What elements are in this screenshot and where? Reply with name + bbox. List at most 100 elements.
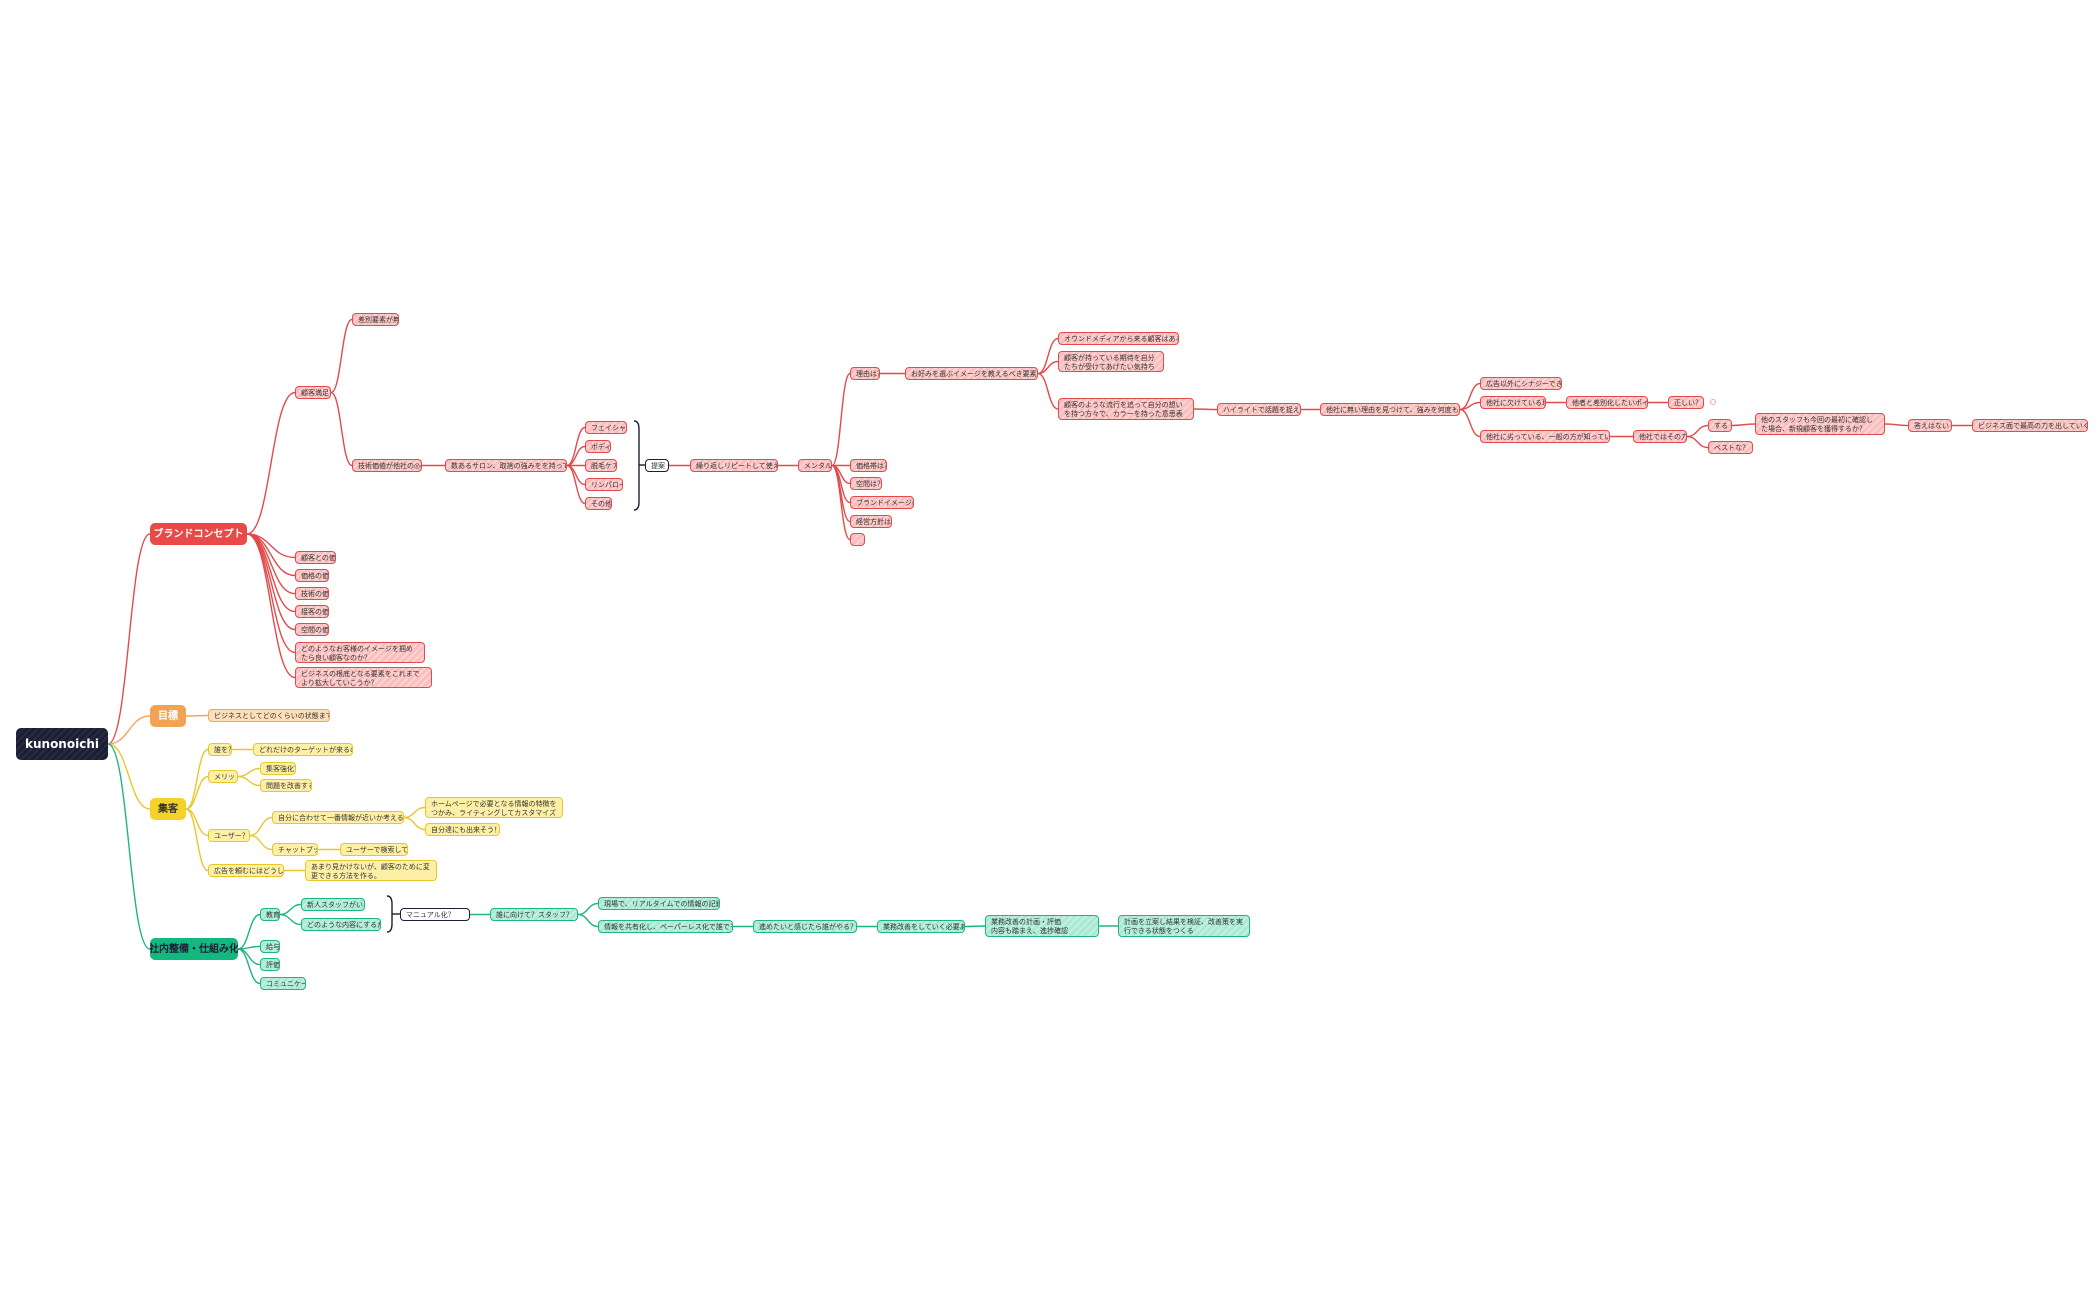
connector-node-z2-to-node-z2b — [577, 913, 599, 928]
connector-root-node-to-branch-goal — [107, 715, 151, 745]
node-y3a[interactable]: 自分に合わせて一番情報が近いか考える？ — [272, 811, 404, 824]
node-j3[interactable]: 他社に劣っている、一般の方が知っているような。 — [1480, 430, 1610, 443]
connector-node-z2-to-node-z2a — [577, 902, 599, 916]
node-m1[interactable]: 他のスタッフも今回の最初に確認した場合、新規顧客を獲得するか？ — [1755, 413, 1885, 435]
node-z6[interactable]: 計画を立案し結果を検証、改善策を実行できる状態をつくる — [1118, 915, 1250, 937]
node-g1[interactable]: オウンドメディアから来る顧客はあるか？ — [1058, 332, 1179, 345]
tag-manualization[interactable]: マニュアル化？ — [400, 908, 470, 921]
node-j1[interactable]: 広告以外にシナジーできる？ — [1480, 377, 1562, 390]
node-z9[interactable]: コミュニケーション — [260, 977, 306, 990]
node-e2[interactable]: 価格帯は？ — [850, 459, 887, 472]
node-i1[interactable]: 他社に無い理由を見つけて、強みを何度も生きる？ — [1320, 403, 1460, 416]
connector-node-f1-to-node-g2 — [1037, 360, 1059, 375]
node-e5[interactable]: 経営方針は？ — [850, 515, 892, 528]
node-m2[interactable]: 答えはない — [1908, 419, 1952, 432]
node-z1[interactable]: 教育 — [260, 908, 280, 921]
node-c2[interactable]: ボディ — [585, 440, 611, 453]
node-n2[interactable]: 価格の価値 — [295, 569, 329, 582]
node-b2[interactable]: 顧客満足？ — [295, 386, 331, 399]
node-z3[interactable]: 進めたいと感じたら誰がやる？ — [753, 920, 857, 933]
node-c5[interactable]: その他 — [585, 497, 612, 510]
connector-node-z1-to-node-z1a — [279, 903, 302, 916]
node-n3[interactable]: 技術の価値 — [295, 587, 329, 600]
connector-branch-customer-acquisition-to-node-y1 — [185, 748, 209, 810]
node-b4[interactable]: 数あるサロン、取捨の強みをを持っている — [445, 459, 567, 472]
node-c1[interactable]: フェイシャル — [585, 421, 627, 434]
node-n1[interactable]: 顧客との価値 — [295, 551, 336, 564]
node-n5[interactable]: 空間の価値 — [295, 623, 329, 636]
connector-branch-customer-acquisition-to-node-y2 — [185, 775, 209, 810]
node-n7[interactable]: ビジネスの根底となる要素をこれまでより拡大していこうか？ — [295, 667, 432, 688]
node-y3a2[interactable]: 自分達にも出来そう！ — [425, 823, 500, 836]
node-y3[interactable]: ユーザー？ — [208, 829, 250, 842]
node-g3[interactable]: 顧客のような流行を追って自分の想いを持つ方々で、カラーを持った意思表示を示す顧客… — [1058, 398, 1194, 420]
node-y3b[interactable]: チャットブック — [272, 843, 318, 856]
unchecked-circle-icon[interactable] — [1710, 399, 1716, 405]
node-l1[interactable]: する — [1708, 419, 1732, 432]
root-node[interactable]: kunonoichi — [16, 728, 108, 760]
node-y2a[interactable]: 集客強化？ — [260, 762, 296, 775]
node-z2[interactable]: 誰に向けて？スタッフ？ — [490, 908, 578, 921]
node-k2[interactable]: 正しい？ — [1668, 396, 1704, 409]
connector-node-y3-to-node-y3a — [249, 816, 273, 837]
branch-customer-acquisition[interactable]: 集客 — [150, 798, 186, 820]
connector-node-b2-to-node-b1 — [330, 318, 353, 394]
connector-branch-brand-concept-to-node-n5 — [246, 533, 296, 631]
node-z4[interactable]: 業務改善をしていく必要あり — [877, 920, 965, 933]
connector-node-l1-to-node-m1 — [1731, 423, 1756, 427]
connector-node-d2-to-node-e1 — [831, 372, 851, 467]
node-h1[interactable]: ハイライトで話題を捉える？ — [1217, 403, 1301, 416]
node-n4[interactable]: 接客の価値 — [295, 605, 329, 618]
node-g2[interactable]: 顧客が持っている期待を自分たちが受けてあげたい気持ちになる？ — [1058, 351, 1164, 372]
node-y1a[interactable]: どれだけのターゲットが来るのか？ — [253, 743, 353, 756]
node-z1b[interactable]: どのような内容にするか — [301, 918, 381, 931]
node-n6[interactable]: どのようなお客様のイメージを掴めたら良い顧客なのか？ — [295, 642, 425, 663]
node-y3b1[interactable]: ユーザーで検索してみる — [340, 843, 408, 856]
connector-node-i1-to-node-j3 — [1459, 408, 1481, 438]
node-z2a[interactable]: 現場で、リアルタイムでの情報の記録 — [598, 897, 720, 910]
node-y3a1[interactable]: ホームページで必要となる情報の特徴をつかみ、ライティングしてカスタマイズ — [425, 797, 563, 818]
connector-node-y3a-to-node-y3a1 — [403, 806, 426, 819]
node-c3[interactable]: 脱毛ケア — [585, 459, 617, 472]
node-k1[interactable]: 他者と差別化したいポイント — [1566, 396, 1648, 409]
branch-brand-concept[interactable]: ブランドコンセプト — [150, 523, 247, 545]
node-y4a[interactable]: あまり見かけないが、顧客のために変更できる方法を作る。 — [305, 860, 437, 881]
node-d1[interactable]: 繰り返しリピートして使える？ — [690, 459, 778, 472]
node-z2b[interactable]: 情報を共有化し、ペーパーレス化で誰でも見られる状態をつくる — [598, 920, 733, 933]
node-e6-empty[interactable] — [850, 533, 865, 546]
node-goal1[interactable]: ビジネスとしてどのくらいの状態まで伸ばしたいか — [208, 709, 330, 722]
connector-node-z4-to-node-z5 — [964, 925, 986, 928]
branch-internal-systems[interactable]: 社内整備・仕組み化 — [150, 938, 238, 960]
node-y2b[interactable]: 問題を改善する？ — [260, 779, 312, 792]
connector-node-y3-to-node-y3b — [249, 834, 273, 851]
tag-proposal[interactable]: 提案 — [645, 459, 669, 472]
connector-root-node-to-branch-customer-acquisition — [107, 743, 151, 810]
connector-branch-brand-concept-to-node-n7 — [246, 533, 296, 679]
node-l2[interactable]: ベストな？ — [1708, 441, 1753, 454]
node-e3[interactable]: 空間は？ — [850, 477, 882, 490]
connector-branch-internal-systems-to-node-z8 — [237, 948, 261, 966]
node-y2[interactable]: メリット — [208, 770, 238, 783]
node-z8[interactable]: 評価 — [260, 958, 280, 971]
node-k3[interactable]: 他社ではその力？ — [1633, 430, 1687, 443]
node-b3[interactable]: 技術価値が他社の◎◎ほど — [352, 459, 422, 472]
node-z1a[interactable]: 新人スタッフがいない — [301, 898, 365, 911]
node-d2[interactable]: メンタル？ — [798, 459, 832, 472]
node-f1[interactable]: お好みを選ぶイメージを教えるべき要素なのか？ — [905, 367, 1038, 380]
node-y4[interactable]: 広告を頼むにはどうしていく？ — [208, 864, 284, 877]
node-j2[interactable]: 他社に欠けている理由 — [1480, 396, 1546, 409]
connector-node-z1-to-node-z1b — [279, 913, 302, 926]
node-b1[interactable]: 差別要素が無い — [352, 313, 399, 326]
node-z5[interactable]: 業務改善の計画・評価 内容も踏まえ、進捗確認 — [985, 915, 1099, 937]
node-e4[interactable]: ブランドイメージは？ — [850, 496, 914, 509]
node-m3[interactable]: ビジネス面で最高の力を出していくか、確かめる — [1972, 419, 2088, 432]
branch-goal[interactable]: 目標 — [150, 705, 186, 727]
connector-node-y2-to-node-y2b — [237, 775, 261, 787]
node-y1[interactable]: 誰を？ — [208, 743, 232, 756]
node-c4[interactable]: リンパロー — [585, 478, 623, 491]
node-e1[interactable]: 理由は？ — [850, 367, 880, 380]
connector-node-y3a-to-node-y3a2 — [403, 816, 426, 831]
node-z7[interactable]: 給与 — [260, 940, 280, 953]
